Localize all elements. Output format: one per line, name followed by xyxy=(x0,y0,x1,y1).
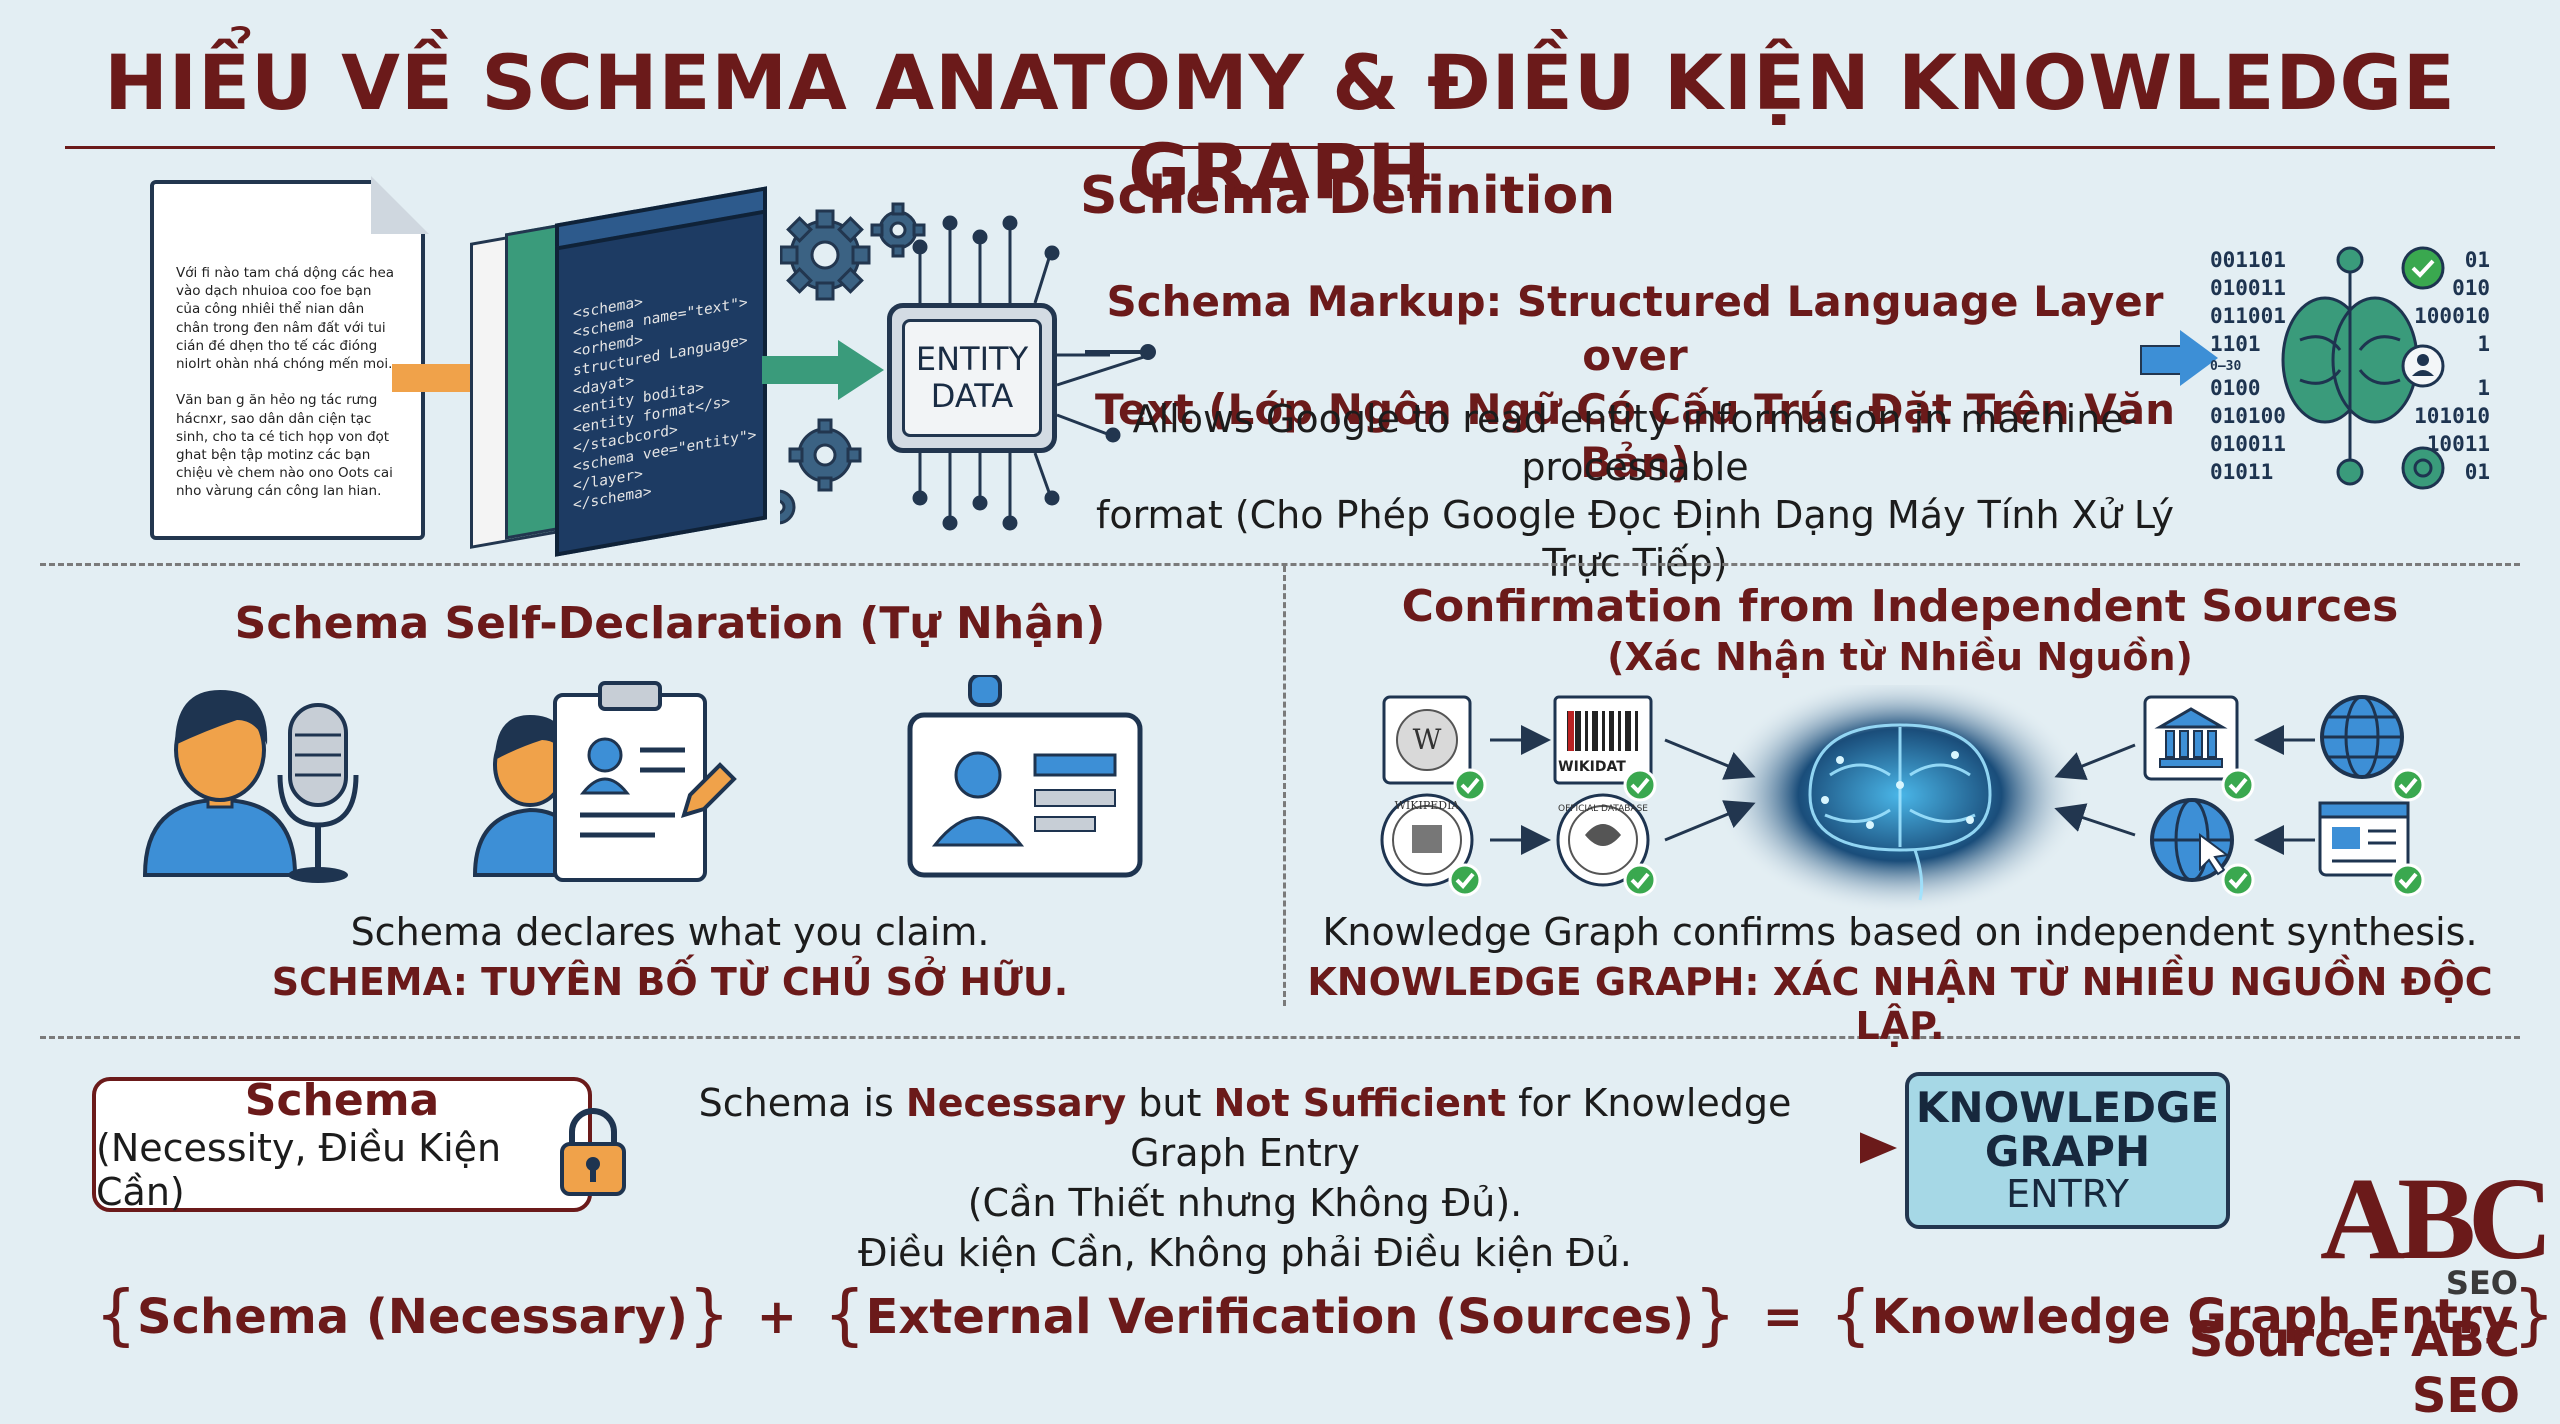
markup-title-line2: Text (Lớp Ngôn Ngữ Có Cấu Trúc Đặt Trên … xyxy=(1094,384,2176,488)
entity-data-chip: ENTITY DATA xyxy=(887,303,1057,453)
formula-plus: + xyxy=(756,1289,797,1345)
kg-line2: GRAPH xyxy=(1984,1126,2151,1176)
schema-necessity-box: Schema (Necessity, Điều Kiện Cần) xyxy=(92,1075,592,1214)
confirmation-heading-line2: (Xác Nhận từ Nhiều Nguồn) xyxy=(1607,634,2193,679)
necessity-line3: Điều kiện Cần, Không phải Điều kiện Đủ. xyxy=(858,1231,1632,1276)
globe-icon xyxy=(2320,695,2404,779)
globe-cursor-icon xyxy=(2150,798,2234,882)
kg-line1: KNOWLEDGE xyxy=(1915,1082,2220,1132)
schema-box-title: Schema xyxy=(244,1075,440,1126)
necessity-pre: Schema is xyxy=(698,1081,906,1125)
knowledge-graph-entry-box: KNOWLEDGE GRAPH ENTRY xyxy=(1905,1072,2230,1229)
sources-diagram: W WIKIDAT WIKIPEDIA OFFICIAL DATABASE xyxy=(1380,685,2425,910)
official-database-seal-icon: OFFICIAL DATABASE xyxy=(1556,793,1650,887)
necessity-statement: Schema is Necessary but Not Sufficient f… xyxy=(630,1078,1860,1279)
markup-desc-line1: Allows Google to read entity information… xyxy=(1132,397,2138,489)
necessary-word: Necessary xyxy=(905,1081,1127,1125)
chip-connector xyxy=(1085,350,1145,354)
wikipedia-globe-icon: W xyxy=(1382,695,1472,785)
section-divider-2 xyxy=(40,1036,2520,1039)
document-paragraph-1: Với fi nào tam chá dộng các hea vào dạch… xyxy=(176,265,395,373)
self-declaration-caps: SCHEMA: TUYÊN BỐ TỪ CHỦ SỞ HỮU. xyxy=(271,960,1069,1004)
green-arrow-head xyxy=(838,340,884,400)
page-title: HIỂU VỀ SCHEMA ANATOMY & ĐIỀU KIỆN KNOWL… xyxy=(104,38,2456,216)
self-declaration-heading: Schema Self-Declaration (Tự Nhận) xyxy=(234,598,1106,649)
id-card-icon xyxy=(907,675,1143,878)
source-credit: Source: ABC SEO xyxy=(2188,1312,2520,1424)
institution-icon xyxy=(2143,695,2239,781)
formula-part1: Schema (Necessary) xyxy=(137,1289,688,1345)
necessity-mid: but xyxy=(1126,1081,1214,1125)
chip-label-line1: ENTITY xyxy=(915,340,1029,379)
abc-seo-logo: ABC SEO xyxy=(2320,1153,2553,1303)
formula-equals: = xyxy=(1762,1289,1803,1345)
markup-title-line1: Schema Markup: Structured Language Layer… xyxy=(1106,277,2164,380)
confirmation-heading: Confirmation from Independent Sources (X… xyxy=(1300,580,2500,680)
logo-text: ABC xyxy=(2320,1153,2553,1284)
blue-arrow-head xyxy=(2180,330,2218,386)
status-icons xyxy=(2401,246,2445,490)
browser-window-icon xyxy=(2318,801,2410,877)
schema-box-subtitle: (Necessity, Điều Kiện Cần) xyxy=(96,1126,502,1214)
wikipedia-seal-label: WIKIPEDIA xyxy=(1395,799,1461,812)
formula-part2: External Verification (Sources) xyxy=(865,1289,1694,1345)
brain-circuit-icon xyxy=(2281,246,2419,486)
person-clipboard-icon xyxy=(472,681,737,882)
markup-desc-line2: format (Cho Phép Google Đọc Định Dạng Má… xyxy=(1095,492,2175,585)
self-declaration-icons xyxy=(142,675,1143,883)
necessity-post: for Knowledge Graph Entry xyxy=(1130,1081,1792,1176)
necessity-line2: (Cần Thiết nhưng Không Đủ). xyxy=(957,1178,1533,1229)
logo-sub: SEO xyxy=(2445,1264,2518,1302)
section-divider-vertical xyxy=(1283,566,1286,1006)
kg-line3: ENTRY xyxy=(2006,1171,2129,1216)
section-divider-1 xyxy=(40,563,2520,566)
chip-connector-dot xyxy=(1140,344,1156,360)
code-panel: <schema><schema name="text"><orhemd>stru… xyxy=(555,209,767,557)
confirmation-caps: KNOWLEDGE GRAPH: XÁC NHẬN TỪ NHIỀU NGUỒN… xyxy=(1307,960,2493,1048)
not-sufficient-word: Not Sufficient xyxy=(1213,1081,1507,1125)
formula: {Schema (Necessary)} + {External Verific… xyxy=(95,1276,2555,1353)
document-fold xyxy=(371,176,429,234)
self-declaration-text: Schema declares what you claim. xyxy=(350,910,990,954)
document-paragraph-2: Văn ban g ăn hẻo ng tác rưng hácnxr, sao… xyxy=(176,392,393,500)
markup-title: Schema Markup: Structured Language Layer… xyxy=(1090,275,2180,490)
person-microphone-icon xyxy=(142,690,359,883)
definition-heading: Schema Definition xyxy=(1080,166,1616,226)
confirmation-text: Knowledge Graph confirms based on indepe… xyxy=(1322,910,2478,954)
green-arrow-icon xyxy=(762,356,842,384)
markup-description: Allows Google to read entity information… xyxy=(1080,396,2190,588)
wikipedia-seal-icon: WIKIPEDIA xyxy=(1380,793,1474,887)
document-icon: Với fi nào tam chá dộng các hea vào dạch… xyxy=(150,180,425,540)
lock-icon xyxy=(560,1108,626,1196)
title-divider xyxy=(65,146,2495,149)
wikidata-label: WIKIDAT xyxy=(1558,759,1626,775)
chip-label-line2: DATA xyxy=(930,377,1014,415)
gear-icon xyxy=(780,202,1151,531)
official-database-label: OFFICIAL DATABASE xyxy=(1558,804,1648,814)
formula-part3: Knowledge Graph Entry xyxy=(1871,1289,2513,1345)
svg-text:W: W xyxy=(1413,723,1442,756)
confirmation-heading-line1: Confirmation from Independent Sources xyxy=(1401,581,2399,632)
wikidata-barcode-icon: WIKIDAT xyxy=(1553,695,1653,785)
